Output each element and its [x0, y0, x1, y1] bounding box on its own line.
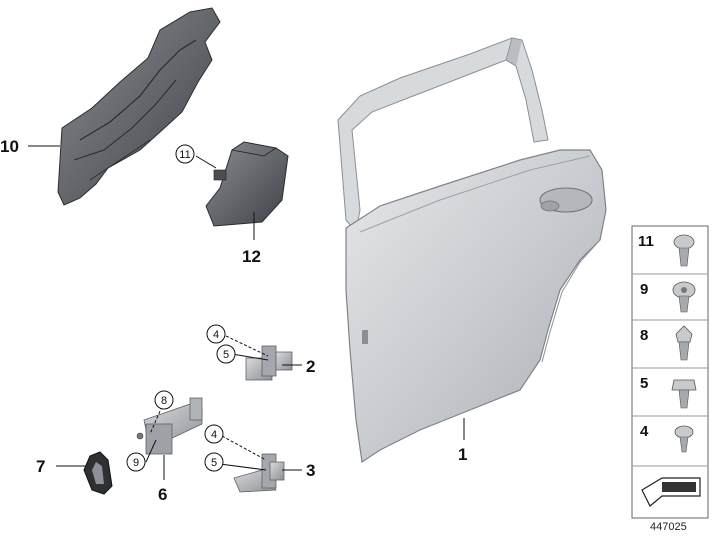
circled-ref-5-upper: 5: [216, 344, 236, 364]
svg-text:8: 8: [640, 327, 648, 344]
svg-text:4: 4: [211, 429, 217, 441]
door-part: [337, 37, 607, 464]
lower-hinge-part: [233, 453, 285, 493]
callout-1: 1: [458, 445, 467, 464]
door-check-part: [136, 397, 203, 455]
fastener-row-9: 9: [640, 281, 696, 313]
fastener-panel: 11 9 8 5 4: [631, 225, 709, 519]
svg-text:9: 9: [640, 281, 648, 298]
grommet-part: [83, 451, 113, 495]
circled-ref-9: 9: [126, 452, 146, 472]
svg-text:11: 11: [638, 233, 654, 250]
fastener-row-5: 5: [640, 375, 697, 409]
fastener-row-4: 4: [640, 423, 694, 453]
callout-labels: 10 12 1 2 3 7 6: [0, 137, 467, 504]
callout-7: 7: [36, 457, 45, 476]
callout-2: 2: [306, 357, 315, 376]
svg-text:8: 8: [161, 395, 167, 407]
svg-text:9: 9: [133, 457, 139, 469]
svg-text:11: 11: [179, 149, 190, 161]
image-number: 447025: [650, 521, 687, 533]
svg-text:4: 4: [640, 423, 649, 440]
circled-ref-4-lower: 4: [204, 424, 224, 444]
callout-3: 3: [306, 461, 315, 480]
upper-hinge-part: [245, 345, 293, 381]
orientation-arrow-icon: [641, 477, 701, 507]
fastener-row-11: 11: [638, 233, 695, 267]
svg-text:5: 5: [640, 375, 648, 392]
cover-block-part: [205, 141, 289, 227]
svg-text:4: 4: [213, 329, 219, 341]
circled-ref-11: 11: [175, 144, 195, 164]
fastener-row-8: 8: [640, 325, 693, 361]
callout-10: 10: [0, 137, 19, 156]
callout-12: 12: [242, 247, 261, 266]
inner-panel-part: [57, 7, 221, 206]
callout-6: 6: [158, 485, 167, 504]
svg-text:5: 5: [211, 457, 217, 469]
svg-text:5: 5: [223, 349, 229, 361]
circled-references: 11 4 5 4 5 8 9: [126, 144, 236, 472]
circled-ref-8: 8: [154, 390, 174, 410]
circled-ref-5-lower: 5: [204, 452, 224, 472]
circled-ref-4-upper: 4: [206, 324, 226, 344]
